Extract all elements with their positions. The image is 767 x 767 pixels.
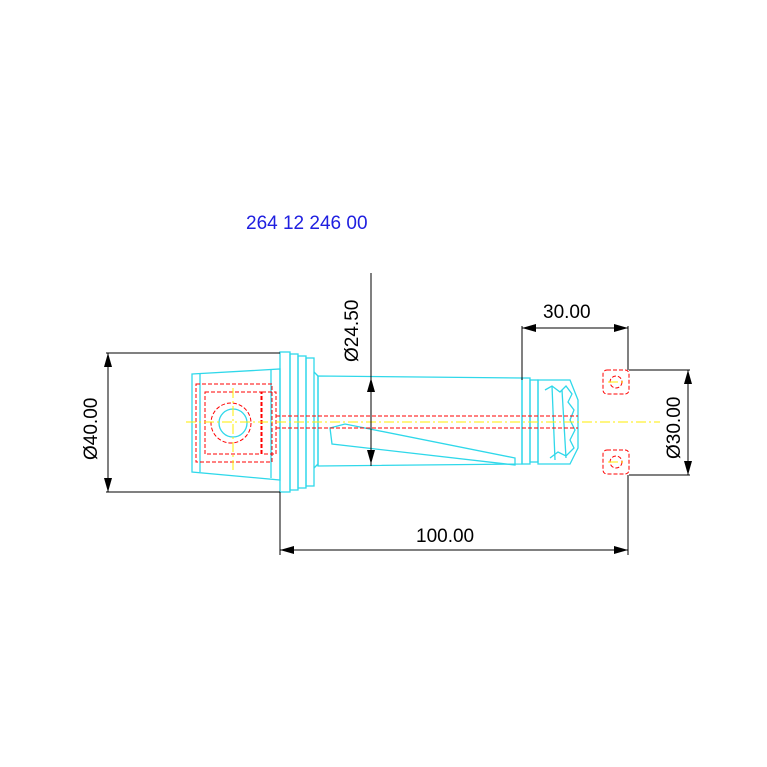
hole-top <box>602 369 630 395</box>
body-diameter-label: Ø24.50 <box>342 300 363 362</box>
head-outline <box>537 379 579 465</box>
dim-overall-length: 100.00 <box>279 475 629 555</box>
hidden-bore <box>210 402 252 444</box>
tool-outline <box>191 351 579 493</box>
shank-diameter-label: Ø40.00 <box>81 398 102 460</box>
clamp-length-label: 30.00 <box>543 302 591 323</box>
dim-clamp-length: 30.00 <box>521 302 629 380</box>
overall-length-label: 100.00 <box>416 526 474 547</box>
body-outline <box>317 375 523 467</box>
dim-body-diameter: Ø24.50 <box>342 273 375 466</box>
dim-shank-diameter: Ø40.00 <box>81 352 280 493</box>
part-number: 264 12 246 00 <box>246 213 368 234</box>
clamp-diameter-label: Ø30.00 <box>664 397 685 459</box>
shank-outline <box>191 368 281 481</box>
flute-outline <box>329 423 516 466</box>
centerlines <box>186 381 660 470</box>
dim-clamp-diameter: Ø30.00 <box>629 369 692 476</box>
hole-bottom <box>602 449 630 475</box>
